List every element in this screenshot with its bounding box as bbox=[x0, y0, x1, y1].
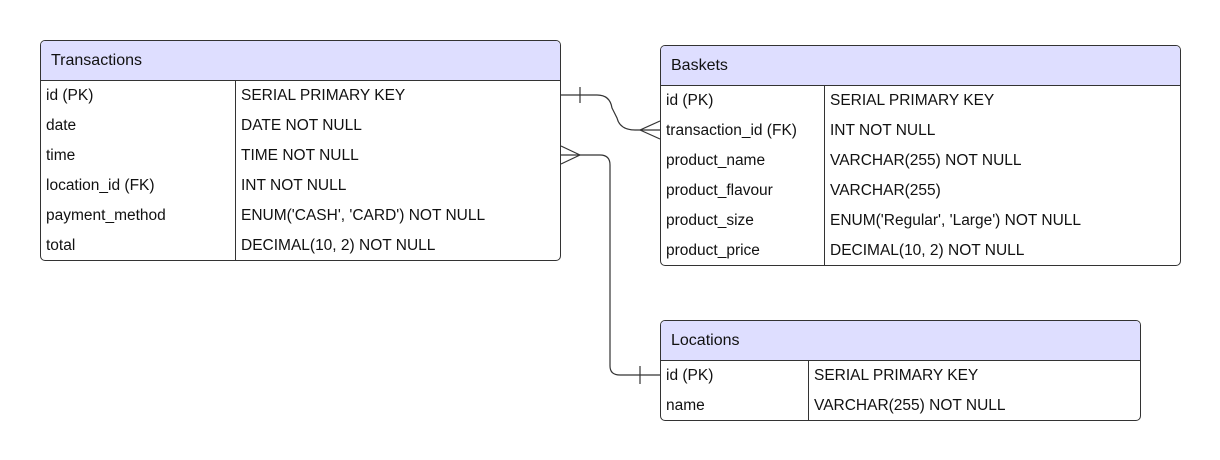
field-name: time bbox=[46, 147, 76, 164]
field-name: id (PK) bbox=[666, 92, 714, 109]
field-type: INT NOT NULL bbox=[830, 122, 936, 139]
field-row: date DATE NOT NULL bbox=[41, 111, 560, 141]
entity-title: Transactions bbox=[41, 41, 560, 81]
entity-locations: Locations id (PK) SERIAL PRIMARY KEY nam… bbox=[660, 320, 1141, 421]
field-type: SERIAL PRIMARY KEY bbox=[241, 87, 406, 104]
field-row: total DECIMAL(10, 2) NOT NULL bbox=[41, 231, 560, 260]
field-type: DATE NOT NULL bbox=[241, 117, 362, 134]
field-type: ENUM('CASH', 'CARD') NOT NULL bbox=[241, 207, 486, 224]
field-row: name VARCHAR(255) NOT NULL bbox=[661, 391, 1140, 420]
field-type: SERIAL PRIMARY KEY bbox=[830, 92, 995, 109]
field-row: product_name VARCHAR(255) NOT NULL bbox=[661, 146, 1180, 176]
field-type: SERIAL PRIMARY KEY bbox=[814, 367, 979, 384]
field-row: time TIME NOT NULL bbox=[41, 141, 560, 171]
field-row: payment_method ENUM('CASH', 'CARD') NOT … bbox=[41, 201, 560, 231]
field-type: ENUM('Regular', 'Large') NOT NULL bbox=[830, 212, 1082, 229]
entity-fields: id (PK) SERIAL PRIMARY KEY name VARCHAR(… bbox=[661, 361, 1140, 420]
entity-transactions: Transactions id (PK) SERIAL PRIMARY KEY … bbox=[40, 40, 561, 261]
field-name: location_id (FK) bbox=[46, 177, 155, 194]
field-type: VARCHAR(255) bbox=[830, 182, 941, 199]
field-row: id (PK) SERIAL PRIMARY KEY bbox=[661, 361, 1140, 391]
relationship-line bbox=[561, 154, 660, 376]
field-type: DECIMAL(10, 2) NOT NULL bbox=[241, 237, 436, 254]
field-name: id (PK) bbox=[666, 367, 714, 384]
field-type: VARCHAR(255) NOT NULL bbox=[830, 152, 1022, 169]
entity-title: Baskets bbox=[661, 46, 1180, 86]
column-divider bbox=[808, 361, 809, 420]
field-name: id (PK) bbox=[46, 87, 94, 104]
field-row: product_flavour VARCHAR(255) bbox=[661, 176, 1180, 206]
field-row: product_price DECIMAL(10, 2) NOT NULL bbox=[661, 236, 1180, 265]
field-name: date bbox=[46, 117, 77, 134]
field-type: DECIMAL(10, 2) NOT NULL bbox=[830, 242, 1025, 259]
field-row: id (PK) SERIAL PRIMARY KEY bbox=[661, 86, 1180, 116]
field-name: product_size bbox=[666, 212, 754, 229]
column-divider bbox=[824, 86, 825, 265]
field-name: product_price bbox=[666, 242, 760, 259]
field-name: payment_method bbox=[46, 207, 166, 224]
relationship-transactions-baskets bbox=[561, 87, 661, 140]
field-name: product_flavour bbox=[666, 182, 773, 199]
entity-baskets: Baskets id (PK) SERIAL PRIMARY KEY trans… bbox=[660, 45, 1181, 266]
many-marker bbox=[639, 129, 661, 140]
entity-fields: id (PK) SERIAL PRIMARY KEY transaction_i… bbox=[661, 86, 1180, 265]
field-type: INT NOT NULL bbox=[241, 177, 347, 194]
field-row: product_size ENUM('Regular', 'Large') NO… bbox=[661, 206, 1180, 236]
many-marker bbox=[560, 145, 581, 156]
relationship-transactions-locations bbox=[560, 145, 660, 384]
many-marker bbox=[639, 120, 661, 131]
field-name: product_name bbox=[666, 152, 766, 169]
column-divider bbox=[235, 81, 236, 260]
relationship-line bbox=[561, 94, 660, 131]
field-name: name bbox=[666, 397, 705, 414]
entity-title: Locations bbox=[661, 321, 1140, 361]
many-marker bbox=[560, 154, 581, 165]
field-type: VARCHAR(255) NOT NULL bbox=[814, 397, 1006, 414]
field-row: transaction_id (FK) INT NOT NULL bbox=[661, 116, 1180, 146]
entity-fields: id (PK) SERIAL PRIMARY KEY date DATE NOT… bbox=[41, 81, 560, 260]
field-name: total bbox=[46, 237, 76, 254]
field-name: transaction_id (FK) bbox=[666, 122, 797, 139]
field-row: location_id (FK) INT NOT NULL bbox=[41, 171, 560, 201]
field-type: TIME NOT NULL bbox=[241, 147, 359, 164]
field-row: id (PK) SERIAL PRIMARY KEY bbox=[41, 81, 560, 111]
